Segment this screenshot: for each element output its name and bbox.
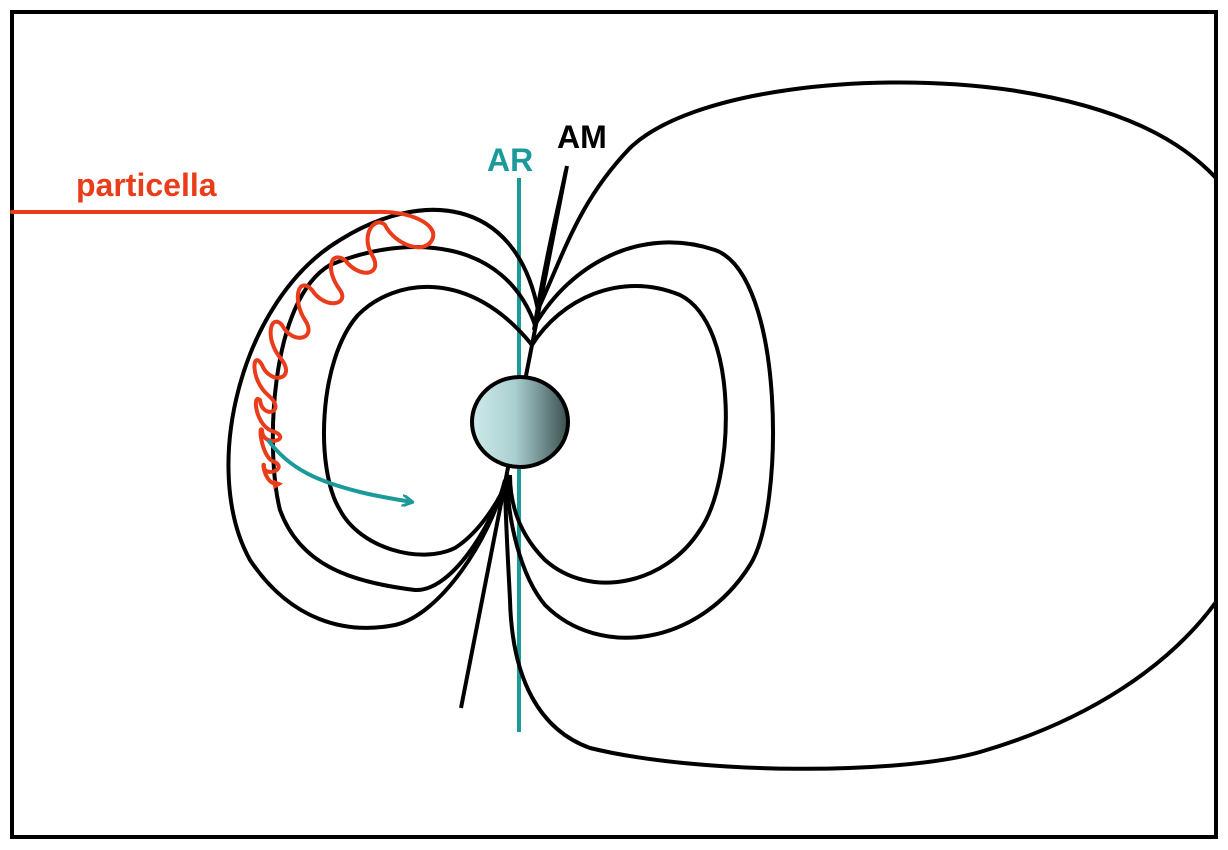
field-line-left-inner: [322, 284, 534, 557]
drift-arrow-icon: [266, 438, 412, 502]
field-line-right-inner: [508, 284, 728, 585]
particle-label: particella: [76, 167, 217, 203]
planet-sphere-icon: [470, 375, 570, 469]
field-line-right-middle: [505, 240, 775, 640]
rotation-axis-label: AR: [487, 142, 533, 178]
magnetic-axis-label: AM: [557, 119, 607, 155]
field-line-polar-upper: [532, 169, 568, 331]
particle-path: [10, 209, 436, 490]
particle-helix: [252, 209, 436, 490]
frame-border: [10, 10, 1218, 839]
field-line-left-outer: [226, 207, 540, 630]
field-line-right-outer: [503, 80, 1218, 771]
